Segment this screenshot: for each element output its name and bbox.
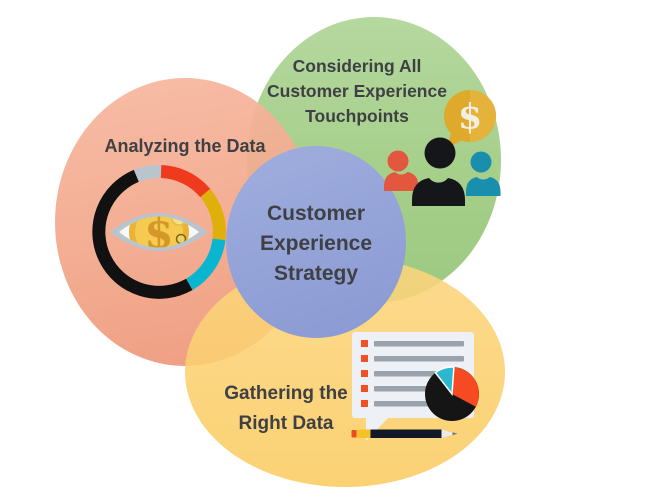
- label-strategy-line3: Strategy: [273, 262, 359, 285]
- label-touchpoints: Considering All Customer Experience Touc…: [237, 54, 477, 129]
- label-strategy-line2: Experience: [259, 232, 373, 255]
- venn-circle-strategy: [226, 146, 406, 338]
- label-touchpoints-line3: Touchpoints: [305, 106, 409, 126]
- label-strategy: Customer Experience Strategy: [226, 199, 406, 289]
- label-gathering-line1: Gathering the: [224, 383, 348, 404]
- label-analyzing: Analyzing the Data: [104, 136, 266, 156]
- label-gathering: Gathering the Right Data: [186, 379, 386, 439]
- label-strategy-line1: Customer: [266, 202, 366, 225]
- label-gathering-line2: Right Data: [238, 413, 334, 434]
- label-touchpoints-line2: Customer Experience: [267, 81, 447, 101]
- label-touchpoints-line1: Considering All: [292, 56, 422, 76]
